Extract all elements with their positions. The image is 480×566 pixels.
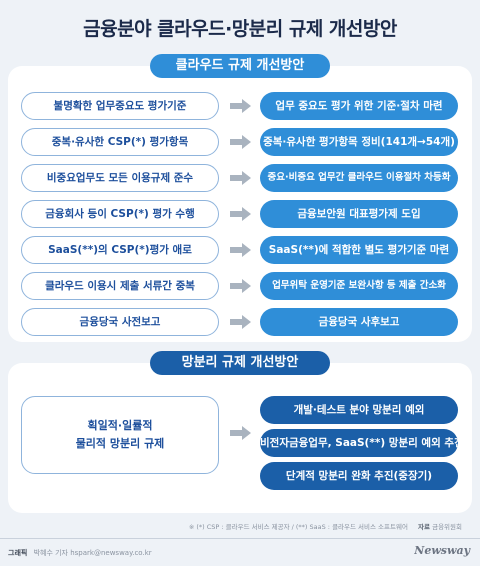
footnote: ※ (*) CSP : 클라우드 서비스 제공자 / (**) SaaS : 클… <box>0 521 462 531</box>
footnote-text: ※ (*) CSP : 클라우드 서비스 제공자 / (**) SaaS : 클… <box>188 523 408 531</box>
after-item: 업무 중요도 평가 위한 기준·절차 마련 <box>260 92 458 120</box>
network-section-heading: 망분리 규제 개선방안 <box>150 351 330 375</box>
before-item: 금융당국 사전보고 <box>21 308 219 336</box>
before-item: 불명확한 업무중요도 평가기준 <box>21 92 219 120</box>
source: 금융위원회 <box>432 523 462 531</box>
source-label: 자료 <box>418 523 431 531</box>
after-item: 금융보안원 대표평가제 도입 <box>260 200 458 228</box>
before-item: 비중요업무도 모든 이용규제 준수 <box>21 164 219 192</box>
after-item: 중복·유사한 평가항목 정비(141개→54개) <box>260 128 458 156</box>
cloud-section-heading: 클라우드 규제 개선방안 <box>150 54 330 78</box>
credit-label: 그래픽 <box>8 549 28 557</box>
cloud-row: 불명확한 업무중요도 평가기준 업무 중요도 평가 위한 기준·절차 마련 <box>8 92 472 122</box>
after-item: 비전자금융업무, SaaS(**) 망분리 예외 추진 <box>260 429 458 457</box>
cloud-row: 중복·유사한 CSP(*) 평가항목 중복·유사한 평가항목 정비(141개→5… <box>8 128 472 158</box>
divider <box>0 538 480 539</box>
before-item: 클라우드 이용시 제출 서류간 중복 <box>21 272 219 300</box>
after-item: 업무위탁 운영기준 보완사항 등 제출 간소화 <box>260 272 458 300</box>
cloud-row: 금융회사 등이 CSP(*) 평가 수행 금융보안원 대표평가제 도입 <box>8 200 472 230</box>
after-item: 금융당국 사후보고 <box>260 308 458 336</box>
after-item: 개발·테스트 분야 망분리 예외 <box>260 396 458 424</box>
cloud-row: 비중요업무도 모든 이용규제 준수 중요·비중요 업무간 클라우드 이용절차 차… <box>8 164 472 194</box>
before-line: 획일적·일률적 <box>87 419 153 432</box>
cloud-row: 클라우드 이용시 제출 서류간 중복 업무위탁 운영기준 보완사항 등 제출 간… <box>8 272 472 302</box>
before-line: 물리적 망분리 규제 <box>75 437 165 450</box>
after-item: 단계적 망분리 완화 추진(중장기) <box>260 462 458 490</box>
cloud-regulation-panel: 불명확한 업무중요도 평가기준 업무 중요도 평가 위한 기준·절차 마련 중복… <box>8 66 472 342</box>
network-separation-panel: 획일적·일률적 물리적 망분리 규제 개발·테스트 분야 망분리 예외 비전자금… <box>8 363 472 513</box>
after-item: 중요·비중요 업무간 클라우드 이용절차 차등화 <box>260 164 458 192</box>
cloud-row: SaaS(**)의 CSP(*)평가 애로 SaaS(**)에 적합한 별도 평… <box>8 236 472 266</box>
before-item: SaaS(**)의 CSP(*)평가 애로 <box>21 236 219 264</box>
before-item: 중복·유사한 CSP(*) 평가항목 <box>21 128 219 156</box>
before-item: 획일적·일률적 물리적 망분리 규제 <box>21 396 219 474</box>
after-item: SaaS(**)에 적합한 별도 평가기준 마련 <box>260 236 458 264</box>
before-item: 금융회사 등이 CSP(*) 평가 수행 <box>21 200 219 228</box>
page-title: 금융분야 클라우드·망분리 규제 개선방안 <box>83 18 397 40</box>
credit-text: 박혜수 기자 hspark@newsway.co.kr <box>33 549 152 557</box>
credit: 그래픽 박혜수 기자 hspark@newsway.co.kr <box>8 548 152 558</box>
cloud-row: 금융당국 사전보고 금융당국 사후보고 <box>8 308 472 338</box>
newsway-logo: Newsway <box>414 544 470 557</box>
